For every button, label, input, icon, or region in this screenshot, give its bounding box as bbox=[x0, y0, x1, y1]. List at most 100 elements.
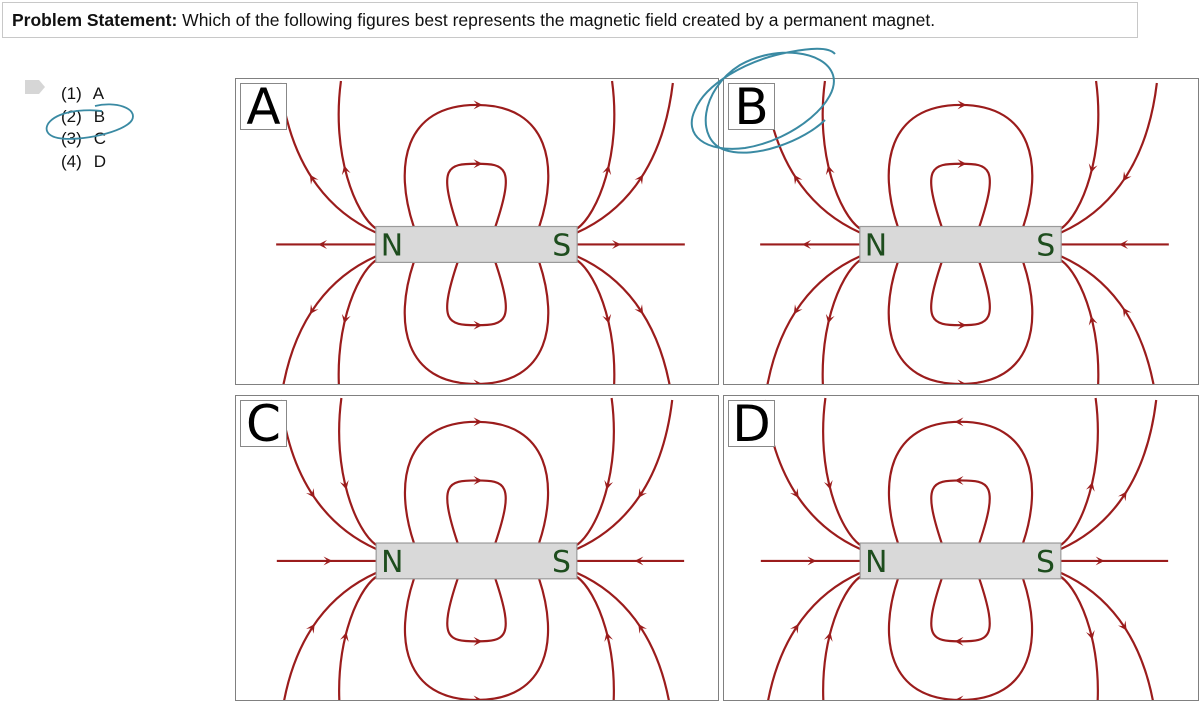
option-2[interactable]: (2) B bbox=[61, 106, 106, 129]
field-arrow bbox=[473, 320, 483, 330]
option-number: (3) bbox=[61, 129, 82, 148]
field-arrow bbox=[634, 556, 644, 566]
outer-top-loop bbox=[887, 103, 1034, 227]
problem-statement-text: Which of the following figures best repr… bbox=[177, 10, 936, 30]
field-arrow bbox=[793, 304, 803, 315]
field-arrow bbox=[339, 632, 349, 642]
figure-label: D bbox=[728, 399, 775, 449]
field-arrow bbox=[341, 313, 351, 324]
south-fan-line bbox=[576, 571, 670, 700]
field-arrow bbox=[1122, 307, 1132, 318]
south-fan-line bbox=[1060, 255, 1155, 384]
figure-label: A bbox=[240, 82, 287, 132]
field-arrow bbox=[954, 636, 964, 646]
north-fan-line bbox=[283, 571, 377, 700]
inner-bottom-loop bbox=[446, 578, 507, 643]
field-arrow bbox=[1086, 630, 1095, 640]
inner-top-loop bbox=[446, 479, 507, 544]
inner-bottom-loop bbox=[930, 262, 991, 327]
field-arrow bbox=[957, 159, 967, 169]
north-fan-line bbox=[821, 80, 861, 230]
field-arrow bbox=[957, 100, 967, 110]
field-arrow bbox=[318, 239, 327, 249]
north-fan-line bbox=[338, 397, 377, 546]
field-arrow bbox=[306, 623, 315, 634]
south-fan-line bbox=[1060, 80, 1100, 230]
field-arrow bbox=[1118, 239, 1128, 249]
field-arrow bbox=[473, 636, 483, 646]
answer-options: (1) A (2) B (3) C (4) D bbox=[61, 83, 106, 173]
north-pole-label: N bbox=[865, 228, 887, 263]
field-arrow bbox=[1122, 171, 1132, 182]
field-arrow bbox=[634, 304, 644, 315]
field-arrow bbox=[954, 417, 964, 427]
north-fan-line bbox=[282, 255, 377, 384]
field-arrow bbox=[634, 174, 644, 185]
south-fan-line bbox=[1060, 82, 1158, 234]
field-arrow bbox=[602, 313, 612, 324]
field-arrow bbox=[807, 556, 817, 566]
field-arrow bbox=[638, 488, 647, 499]
option-number: (4) bbox=[61, 151, 82, 171]
north-fan-line bbox=[766, 255, 861, 384]
inner-bottom-loop bbox=[930, 578, 991, 643]
outer-bottom-loop bbox=[403, 262, 550, 384]
field-arrow bbox=[825, 165, 835, 176]
south-pole-label: S bbox=[1036, 545, 1055, 580]
option-4[interactable]: (4) D bbox=[61, 151, 106, 174]
north-fan-line bbox=[822, 575, 861, 700]
north-fan-line bbox=[337, 259, 377, 384]
outer-top-loop bbox=[403, 420, 550, 544]
south-fan-line bbox=[576, 399, 674, 550]
south-pole-label: S bbox=[552, 545, 571, 580]
north-fan-line bbox=[767, 571, 861, 700]
south-fan-line bbox=[1060, 397, 1099, 546]
outer-bottom-loop bbox=[887, 578, 1034, 700]
field-arrow bbox=[1118, 491, 1127, 502]
field-arrow bbox=[473, 417, 483, 427]
field-arrow bbox=[1088, 315, 1098, 326]
bookmark-icon[interactable] bbox=[25, 80, 45, 94]
field-arrow bbox=[306, 488, 315, 499]
field-arrow bbox=[793, 174, 803, 185]
south-fan-line bbox=[576, 255, 671, 384]
field-arrow bbox=[638, 623, 647, 634]
problem-statement: Problem Statement: Which of the followin… bbox=[2, 2, 1138, 38]
field-arrow bbox=[309, 174, 319, 185]
south-pole-label: S bbox=[1036, 228, 1055, 263]
field-arrow bbox=[341, 165, 351, 176]
field-arrow bbox=[957, 320, 967, 330]
south-pole-label: S bbox=[552, 228, 571, 263]
bar-magnet bbox=[375, 225, 578, 263]
option-1[interactable]: (1) A bbox=[61, 83, 106, 106]
south-fan-line bbox=[576, 397, 615, 546]
option-3[interactable]: (3) C bbox=[61, 128, 106, 151]
outer-bottom-loop bbox=[887, 262, 1034, 384]
south-fan-line bbox=[576, 575, 615, 700]
field-arrow bbox=[957, 379, 967, 384]
field-arrow bbox=[825, 313, 835, 324]
field-arrow bbox=[823, 480, 833, 490]
south-fan-line bbox=[1060, 259, 1100, 384]
field-arrow bbox=[473, 159, 483, 169]
bar-magnet bbox=[859, 542, 1062, 580]
north-pole-label: N bbox=[381, 228, 403, 263]
field-arrow bbox=[802, 239, 811, 249]
figure-label: C bbox=[240, 399, 287, 449]
option-letter: A bbox=[92, 84, 105, 103]
north-fan-line bbox=[822, 397, 861, 546]
north-pole-label: N bbox=[381, 545, 403, 580]
south-fan-line bbox=[576, 80, 616, 230]
field-arrow bbox=[309, 304, 319, 315]
outer-bottom-loop bbox=[403, 578, 550, 700]
south-fan-line bbox=[576, 259, 616, 384]
field-arrow bbox=[604, 632, 614, 642]
north-fan-line bbox=[821, 259, 861, 384]
field-arrow bbox=[1095, 556, 1105, 566]
